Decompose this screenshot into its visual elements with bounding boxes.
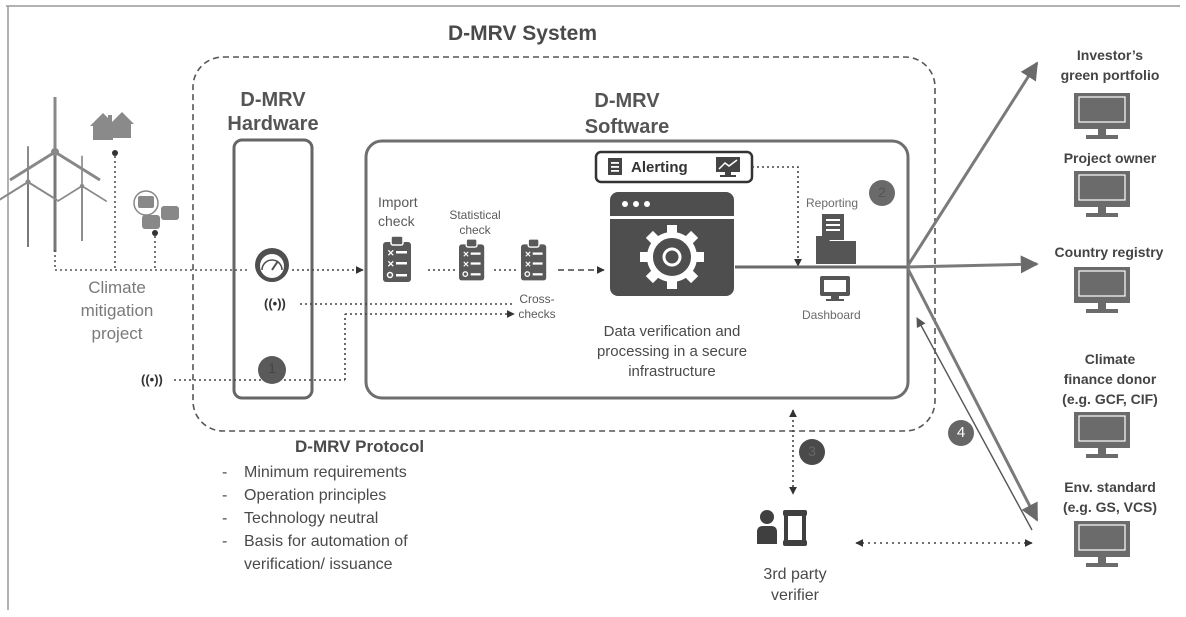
houses-icon [90, 112, 134, 156]
donor-line3: (e.g. GCF, CIF) [1062, 391, 1158, 407]
verifier-label: 3rd party verifier [750, 564, 840, 606]
protocol-item-text: verification/ issuance [244, 556, 393, 573]
certificate-scroll-icon [783, 510, 807, 546]
hardware-box [232, 138, 314, 400]
step-4-badge [948, 420, 974, 446]
import-check-line2: check [378, 213, 415, 229]
protocol-item-text: Minimum requirements [244, 464, 407, 481]
step-2-badge [869, 180, 895, 206]
statistical-check-label: Statistical check [440, 208, 510, 238]
donor-line1: Climate [1084, 351, 1136, 367]
protocol-item-text: Technology neutral [244, 510, 379, 527]
investor-monitor-icon [1073, 92, 1131, 140]
step-2-number: 2 [878, 184, 886, 200]
registry-monitor-icon [1073, 266, 1131, 314]
hardware-title-line1: D-MRV [240, 89, 306, 111]
protocol-item-text: Basis for automation of [244, 533, 408, 550]
cross-checks-line2: checks [518, 307, 556, 321]
import-check-icon [382, 235, 412, 283]
protocol-bullet: - [222, 510, 228, 527]
processing-gear-icon [610, 192, 734, 296]
processing-line2: processing in a secure [596, 343, 748, 360]
hardware-title: D-MRV Hardware [224, 88, 322, 136]
donor-line2: finance donor [1063, 371, 1157, 387]
project-line3: project [91, 324, 143, 343]
env-standard-label: Env. standard (e.g. GS, VCS) [1040, 477, 1180, 517]
project-connectors [54, 156, 250, 271]
protocol-list: -Minimum requirements -Operation princip… [222, 461, 408, 576]
donor-monitor-icon [1073, 411, 1131, 459]
step-3-number: 3 [808, 443, 816, 459]
meter-gauge-icon [255, 248, 289, 282]
env-standard-monitor-icon [1073, 520, 1131, 568]
import-check-label: Import check [378, 193, 418, 231]
protocol-item: verification/ issuance [222, 553, 408, 576]
cross-checks-line1: Cross- [519, 292, 555, 306]
env-line2: (e.g. GS, VCS) [1062, 499, 1158, 515]
system-title: D-MRV System [448, 22, 597, 45]
step-1-badge [258, 356, 286, 384]
monitor-chart-icon [716, 157, 740, 177]
owner-monitor-icon [1073, 170, 1131, 218]
dashboard-label: Dashboard [802, 308, 861, 322]
reporting-label: Reporting [806, 196, 859, 210]
processing-line3: infrastructure [628, 363, 716, 380]
software-title-line2: Software [584, 116, 670, 138]
donor-label: Climate finance donor (e.g. GCF, CIF) [1040, 349, 1180, 409]
ev-charging-icon [133, 190, 179, 236]
country-registry-label: Country registry [1054, 244, 1164, 260]
protocol-bullet: - [222, 487, 228, 504]
wind-turbine-icon [0, 95, 108, 254]
protocol-item: -Minimum requirements [222, 461, 408, 484]
hardware-sensor-icon: ((•)) [264, 296, 286, 311]
project-line2: mitigation [80, 301, 154, 320]
verifier-line1: 3rd party [763, 566, 827, 583]
step-4-number: 4 [956, 424, 966, 441]
project-owner-label: Project owner [1063, 150, 1157, 166]
cross-checks-icon [520, 238, 547, 282]
investor-line2: green portfolio [1060, 67, 1160, 83]
verifier-line2: verifier [770, 587, 819, 604]
alerting-to-reporting-arrow [752, 166, 802, 267]
statistical-check-line1: Statistical [449, 208, 501, 222]
cross-checks-label: Cross- checks [512, 292, 562, 322]
protocol-bullet: - [222, 464, 228, 481]
investor-line1: Investor’s [1076, 47, 1144, 63]
import-check-line1: Import [378, 194, 418, 210]
software-title: D-MRV Software [568, 88, 686, 140]
protocol-item-text: Operation principles [244, 487, 387, 504]
statistical-check-icon [458, 238, 485, 282]
alerting-label: Alerting [631, 159, 688, 176]
protocol-item: -Technology neutral [222, 507, 408, 530]
verifier-person-icon [757, 510, 777, 544]
project-line1: Climate [88, 278, 146, 297]
statistical-check-line2: check [459, 223, 491, 237]
document-icon [608, 158, 622, 175]
env-line1: Env. standard [1064, 479, 1156, 495]
dmrv-system-boundary [192, 56, 936, 432]
external-sensor-icon: ((•)) [141, 372, 163, 387]
processing-line1: Data verification and [603, 323, 741, 340]
protocol-item: -Operation principles [222, 484, 408, 507]
protocol-item: -Basis for automation of [222, 530, 408, 553]
investor-label: Investor’s green portfolio [1040, 45, 1180, 85]
output-arrows [905, 61, 1039, 522]
reporting-folder-icon [816, 214, 856, 264]
project-label: Climate mitigation project [62, 276, 172, 345]
protocol-bullet: - [222, 533, 228, 550]
hardware-title-line2: Hardware [227, 113, 319, 135]
software-title-line1: D-MRV [594, 90, 660, 112]
dashboard-monitor-icon [820, 276, 850, 301]
processing-label: Data verification and processing in a se… [580, 322, 764, 382]
step-3-badge [799, 439, 825, 465]
protocol-title: D-MRV Protocol [295, 437, 425, 456]
feedback-arrow [916, 317, 1033, 531]
step-1-number: 1 [268, 360, 276, 376]
